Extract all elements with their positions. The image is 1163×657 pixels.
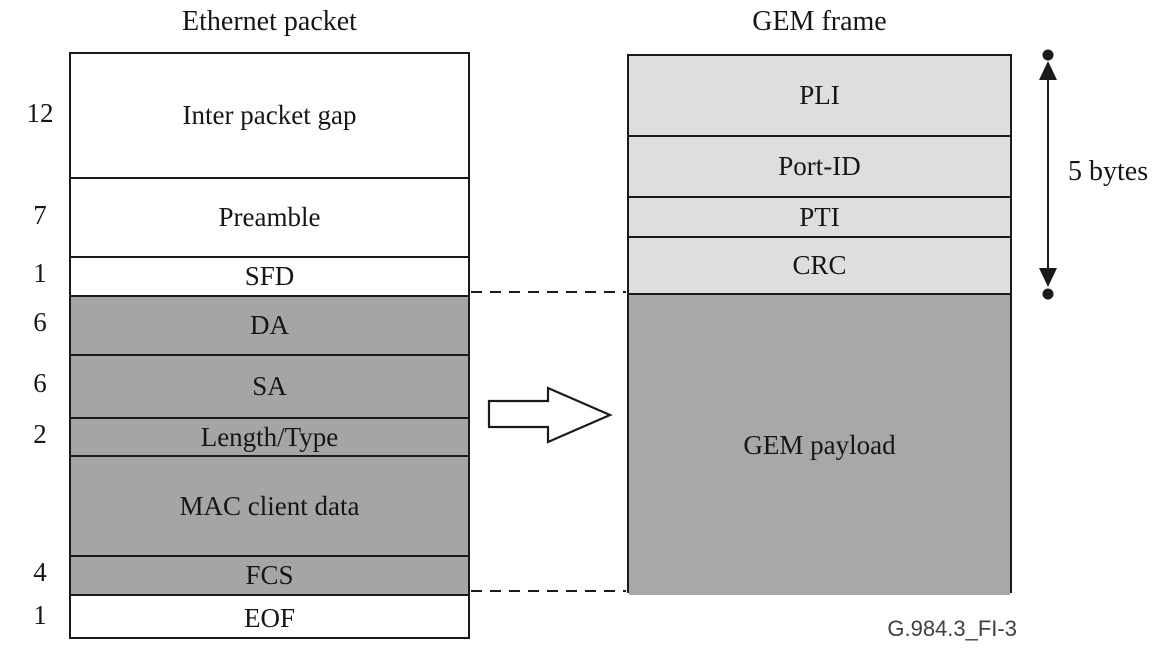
row-label: Length/Type [200,421,339,452]
row-label: SA [252,371,287,401]
ethernet-row-length-type: Length/Type [71,417,468,455]
ethernet-packet-box: Inter packet gap Preamble SFD DA SA Leng… [69,52,470,639]
figure-caption: G.984.3_FI-3 [887,616,1017,641]
byte-count-inter-packet-gap: 12 [26,98,54,128]
ethernet-row-fcs: FCS [71,555,468,594]
measure-arrowhead-up [1039,61,1057,80]
byte-count-fcs: 4 [33,557,47,587]
right-block-arrow-icon [487,386,613,444]
row-label: PTI [799,201,840,232]
byte-count-sfd: 1 [33,258,47,288]
byte-count-length-type: 2 [33,419,47,449]
vertical-measure-arrow-icon [1039,49,1057,300]
gem-row-pti: PTI [629,196,1010,236]
row-label: MAC client data [179,490,360,521]
ethernet-row-sfd: SFD [71,256,468,295]
measure-arrowhead-down [1039,268,1057,287]
gem-header-size-label: 5 bytes [1068,156,1149,187]
ethernet-packet-title: Ethernet packet [182,6,357,37]
ethernet-row-da: DA [71,295,468,354]
row-label: CRC [792,250,847,280]
ethernet-row-inter-packet-gap: Inter packet gap [71,54,468,177]
row-label: FCS [245,560,294,590]
gem-row-crc: CRC [629,236,1010,293]
measure-dot-top [1042,49,1054,61]
gem-row-port-id: Port-ID [629,135,1010,196]
measure-dot-bottom [1042,288,1054,300]
gem-row-payload: GEM payload [629,293,1010,595]
gem-row-pli: PLI [629,56,1010,135]
ethernet-row-preamble: Preamble [71,177,468,256]
row-label: Inter packet gap [182,100,357,130]
row-label: Preamble [218,202,321,232]
row-label: GEM payload [743,429,896,460]
row-label: SFD [244,261,295,291]
byte-count-da: 6 [33,307,47,337]
byte-count-sa: 6 [33,368,47,398]
row-label: PLI [799,80,840,110]
byte-count-eof: 1 [33,600,47,630]
row-label: EOF [243,603,295,633]
gem-frame-title: GEM frame [752,6,887,37]
row-label: Port-ID [778,151,861,181]
row-label: DA [250,310,289,340]
gem-frame-box: PLI Port-ID PTI CRC GEM payload [627,54,1012,595]
ethernet-row-eof: EOF [71,594,468,641]
ethernet-row-mac-client-data: MAC client data [71,455,468,555]
byte-count-preamble: 7 [33,200,47,230]
ethernet-row-sa: SA [71,354,468,417]
